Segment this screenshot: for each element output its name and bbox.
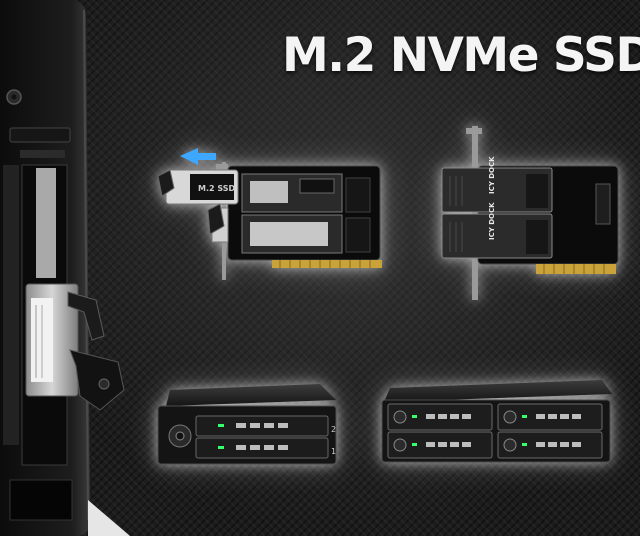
latch-handle-icon bbox=[67, 291, 125, 411]
pcie-card-bays-image: ICY DOCK ICY DOCK bbox=[441, 126, 619, 300]
led-indicator-icon bbox=[218, 424, 224, 449]
eject-arrow-icon bbox=[180, 148, 216, 165]
pcie-card-trays-image: M.2 SSD bbox=[157, 148, 382, 280]
four-bay-rack-image bbox=[381, 380, 612, 463]
two-bay-rack-image: 2 1 bbox=[157, 384, 337, 465]
enclosure-tower-image bbox=[0, 0, 130, 536]
headline-title: M.2 NVMe SSD bbox=[282, 28, 640, 83]
bay-number-2: 2 bbox=[331, 425, 336, 434]
bay-brand-top: ICY DOCK bbox=[488, 156, 496, 194]
tray-ssd-label: M.2 SSD bbox=[198, 184, 236, 193]
bay-number-1: 1 bbox=[331, 447, 336, 456]
bay-brand-bottom: ICY DOCK bbox=[488, 202, 496, 240]
